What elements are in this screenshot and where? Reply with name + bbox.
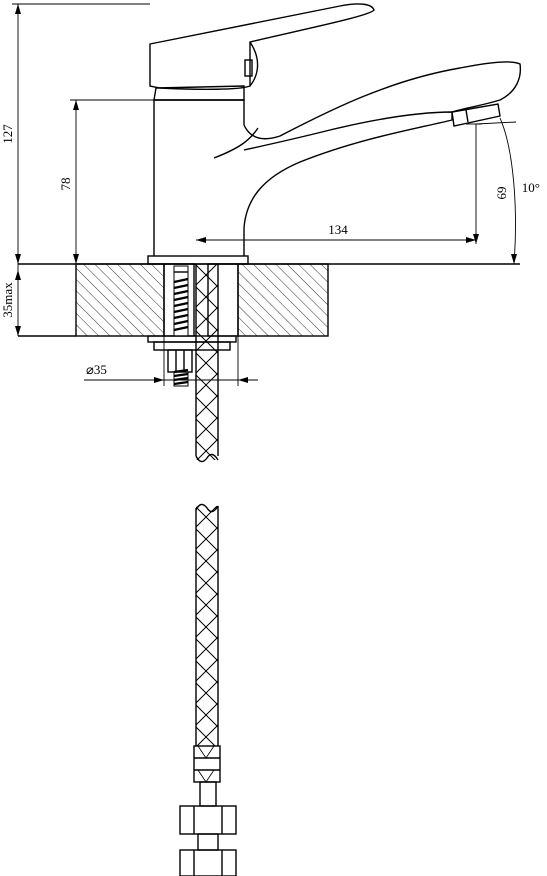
- countertop-section: [18, 263, 520, 337]
- handle-front-curve: [249, 41, 259, 87]
- hose-swivel-nut-upper: [179, 805, 237, 835]
- hose-upper-body: [196, 264, 218, 460]
- faucet-base-plate: [147, 255, 249, 265]
- spout-lower-curve: [213, 127, 259, 159]
- spout-top-curve: [243, 61, 522, 140]
- mounting-washer: [147, 335, 237, 343]
- dim-hole-diameter: ⌀35: [86, 362, 107, 377]
- countertop-right-hatch: [237, 263, 329, 337]
- dim-spout-height: 78: [58, 178, 73, 191]
- dim-spout-reach: 134: [328, 222, 348, 237]
- mounting-hardware: [147, 263, 239, 387]
- mounting-nut: [167, 349, 193, 373]
- spout-aerator: [451, 103, 501, 127]
- hose-upper-break: [195, 453, 219, 463]
- stud-end-thread: [173, 368, 189, 386]
- dim-outlet-angle: 10°: [522, 180, 540, 195]
- dim-deck-thickness: 35max: [0, 282, 15, 318]
- dim-total-height: 127: [0, 124, 15, 144]
- hose-lower-break: [195, 503, 219, 513]
- dim-outlet-height: 69: [494, 187, 509, 200]
- countertop-left-hatch: [75, 263, 165, 337]
- faucet-handle: [149, 3, 375, 91]
- flexible-hose-upper: [195, 264, 219, 463]
- faucet-spout: [243, 111, 453, 256]
- faucet-column: [153, 99, 245, 256]
- hose-crimp-ferrule: [193, 745, 221, 783]
- handle-indicator: [244, 59, 253, 77]
- aerator-ring: [465, 109, 469, 123]
- hose-lower-body: [196, 506, 218, 746]
- hose-swivel-nut-lower: [179, 849, 237, 876]
- dimension-annotations: 127 78 69 134 10° 35max ⌀35: [0, 3, 540, 386]
- flexible-hose-lower: [179, 503, 237, 876]
- threaded-stud: [173, 265, 189, 337]
- handle-cap: [153, 85, 245, 101]
- faucet-body: [147, 3, 522, 265]
